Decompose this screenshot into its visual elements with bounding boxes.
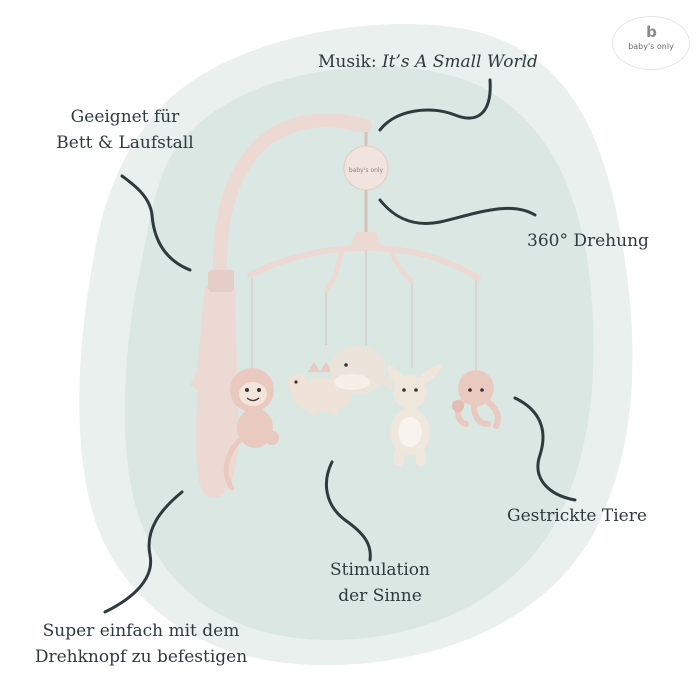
dinosaur-toy bbox=[288, 362, 352, 415]
hanger-arms bbox=[247, 244, 481, 281]
feature-fastening-line1: Super einfach mit dem bbox=[42, 621, 240, 641]
music-box-label: baby's only bbox=[349, 167, 384, 174]
bunny-toy bbox=[387, 364, 442, 466]
feature-mounting: Geeignet für Bett & Laufstall bbox=[40, 104, 210, 156]
brand-logo-text: baby's only bbox=[628, 42, 674, 51]
feature-stimulation-line2: der Sinne bbox=[338, 586, 422, 606]
feature-music: Musik: It’s A Small World bbox=[318, 49, 538, 75]
feature-stimulation: Stimulation der Sinne bbox=[300, 557, 460, 609]
feature-knitted: Gestrickte Tiere bbox=[507, 506, 647, 526]
hanger-hub bbox=[350, 232, 382, 248]
brand-logo: b baby's only bbox=[612, 16, 690, 70]
feature-fastening-line2: Drehknopf zu befestigen bbox=[34, 647, 248, 667]
connector-mounting bbox=[120, 174, 192, 272]
feature-stimulation-line1: Stimulation bbox=[329, 560, 430, 580]
mobile-clamp-knob bbox=[208, 270, 234, 292]
feature-rotation: 360° Drehung bbox=[527, 231, 649, 251]
feature-music-prefix: Musik: bbox=[318, 52, 382, 72]
connector-fastening bbox=[103, 490, 184, 614]
mobile-clamp bbox=[190, 285, 239, 499]
connector-stimulation bbox=[324, 460, 372, 562]
connector-music bbox=[378, 78, 492, 132]
feature-mounting-line1: Geeignet für bbox=[70, 107, 180, 127]
connector-rotation bbox=[378, 198, 537, 225]
mobile-arm-tip bbox=[350, 118, 364, 132]
monkey-toy bbox=[223, 368, 279, 491]
feature-mounting-line2: Bett & Laufstall bbox=[56, 133, 194, 153]
brand-logo-mark: b bbox=[646, 23, 657, 41]
connector-knitted bbox=[513, 396, 577, 502]
feature-fastening: Super einfach mit dem Drehknopf zu befes… bbox=[16, 618, 266, 670]
octopus-toy bbox=[452, 370, 501, 429]
feature-music-title: It’s A Small World bbox=[381, 52, 538, 72]
mobile-arm bbox=[212, 113, 372, 297]
